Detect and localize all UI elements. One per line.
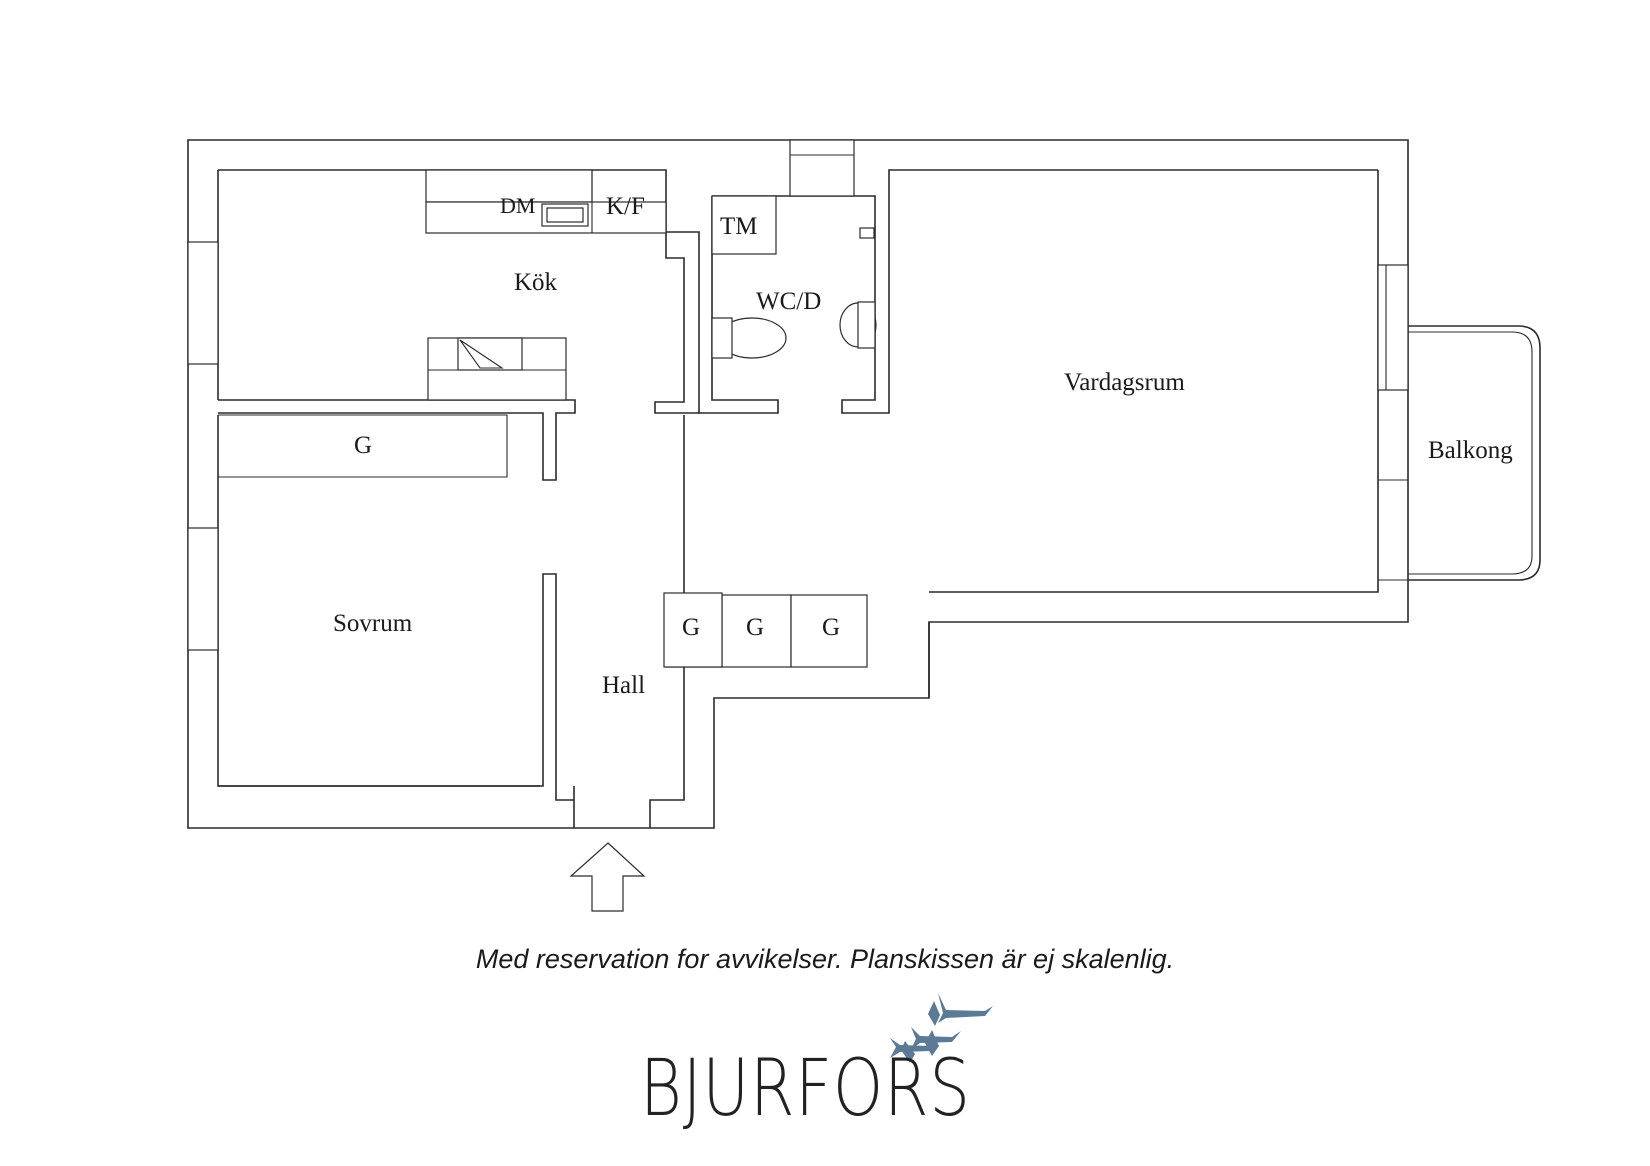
bird-logo-icon <box>890 993 993 1063</box>
room-label-vardagsrum: Vardagsrum <box>1064 369 1185 396</box>
label-g-hall-2: G <box>746 614 764 641</box>
closet-g <box>218 414 508 478</box>
room-label-hall: Hall <box>602 672 645 699</box>
label-g-hall-3: G <box>822 614 840 641</box>
disclaimer: Med reservation for avvikelser. Planskis… <box>475 944 1175 974</box>
outer-walls <box>187 139 1409 829</box>
living-room <box>929 170 1409 593</box>
window-bedroom <box>187 527 219 651</box>
brand-logo: BJURFORS <box>640 1044 971 1134</box>
window-living <box>1377 264 1409 391</box>
label-tm: TM <box>720 213 758 240</box>
room-label-wc: WC/D <box>756 288 821 315</box>
vent <box>789 139 855 197</box>
room-label-sovrum: Sovrum <box>333 610 413 637</box>
kitchen <box>187 169 700 481</box>
hall-closets <box>663 592 930 698</box>
balcony <box>1408 325 1541 581</box>
room-label-balkong: Balkong <box>1428 437 1513 464</box>
bedroom <box>187 527 574 801</box>
label-g-closet: G <box>354 432 372 459</box>
wc <box>698 139 1378 414</box>
entrance-arrow-icon <box>569 842 646 912</box>
counter-top <box>425 169 593 203</box>
label-g-hall-1: G <box>682 614 700 641</box>
label-kf: K/F <box>606 193 645 220</box>
window-kitchen <box>187 241 219 365</box>
label-dm: DM <box>500 193 535 218</box>
room-label-kok: Kök <box>514 269 558 296</box>
tm-box <box>711 195 777 255</box>
